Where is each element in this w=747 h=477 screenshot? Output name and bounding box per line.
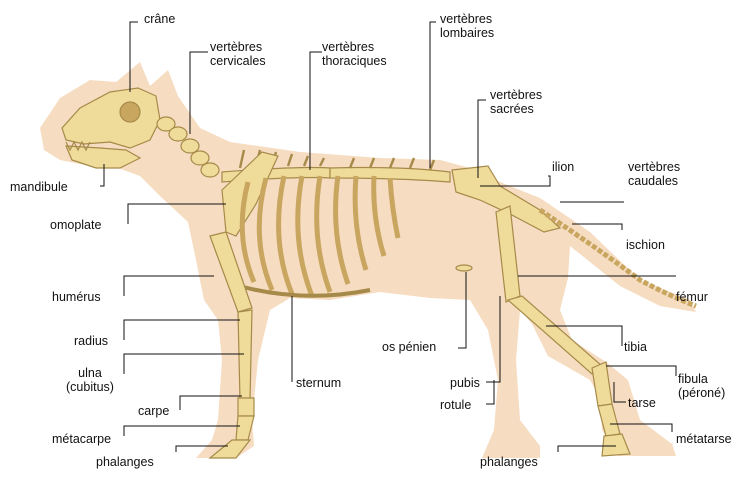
- label-vertebres-caudales: vertèbres caudales: [628, 160, 680, 188]
- label-omoplate: omoplate: [50, 218, 101, 232]
- label-fibula: fibula (péroné): [678, 372, 725, 400]
- label-sternum: sternum: [296, 376, 341, 390]
- label-mandibule: mandibule: [10, 180, 68, 194]
- label-humerus: humérus: [52, 290, 101, 304]
- label-vertebres-cervicales: vertèbres cervicales: [210, 40, 266, 68]
- label-ischion: ischion: [626, 238, 665, 252]
- radius-ulna-bone: [238, 310, 252, 400]
- label-metacarpe: métacarpe: [52, 432, 111, 446]
- carpe-bone: [238, 398, 254, 416]
- label-pubis: pubis: [450, 376, 480, 390]
- label-crane: crâne: [144, 12, 175, 26]
- label-radius: radius: [74, 334, 108, 348]
- label-vertebres-lombaires: vertèbres lombaires: [440, 12, 494, 40]
- label-tibia: tibia: [624, 340, 647, 354]
- label-phalanges-front: phalanges: [96, 455, 154, 469]
- label-tarse: tarse: [628, 396, 656, 410]
- label-ilion: ilion: [552, 160, 574, 174]
- os-penien-bone: [456, 265, 472, 271]
- label-phalanges-hind: phalanges: [480, 455, 538, 469]
- label-ulna: ulna (cubitus): [66, 366, 114, 394]
- label-carpe: carpe: [138, 404, 169, 418]
- label-femur: fémur: [676, 290, 708, 304]
- eye-socket: [120, 102, 140, 122]
- label-vertebres-sacrees: vertèbres sacrées: [490, 88, 542, 116]
- label-metatarse: métatarse: [676, 432, 732, 446]
- label-rotule: rotule: [440, 398, 471, 412]
- label-vertebres-thoraciques: vertèbres thoraciques: [322, 40, 387, 68]
- label-os-penien: os pénien: [382, 340, 436, 354]
